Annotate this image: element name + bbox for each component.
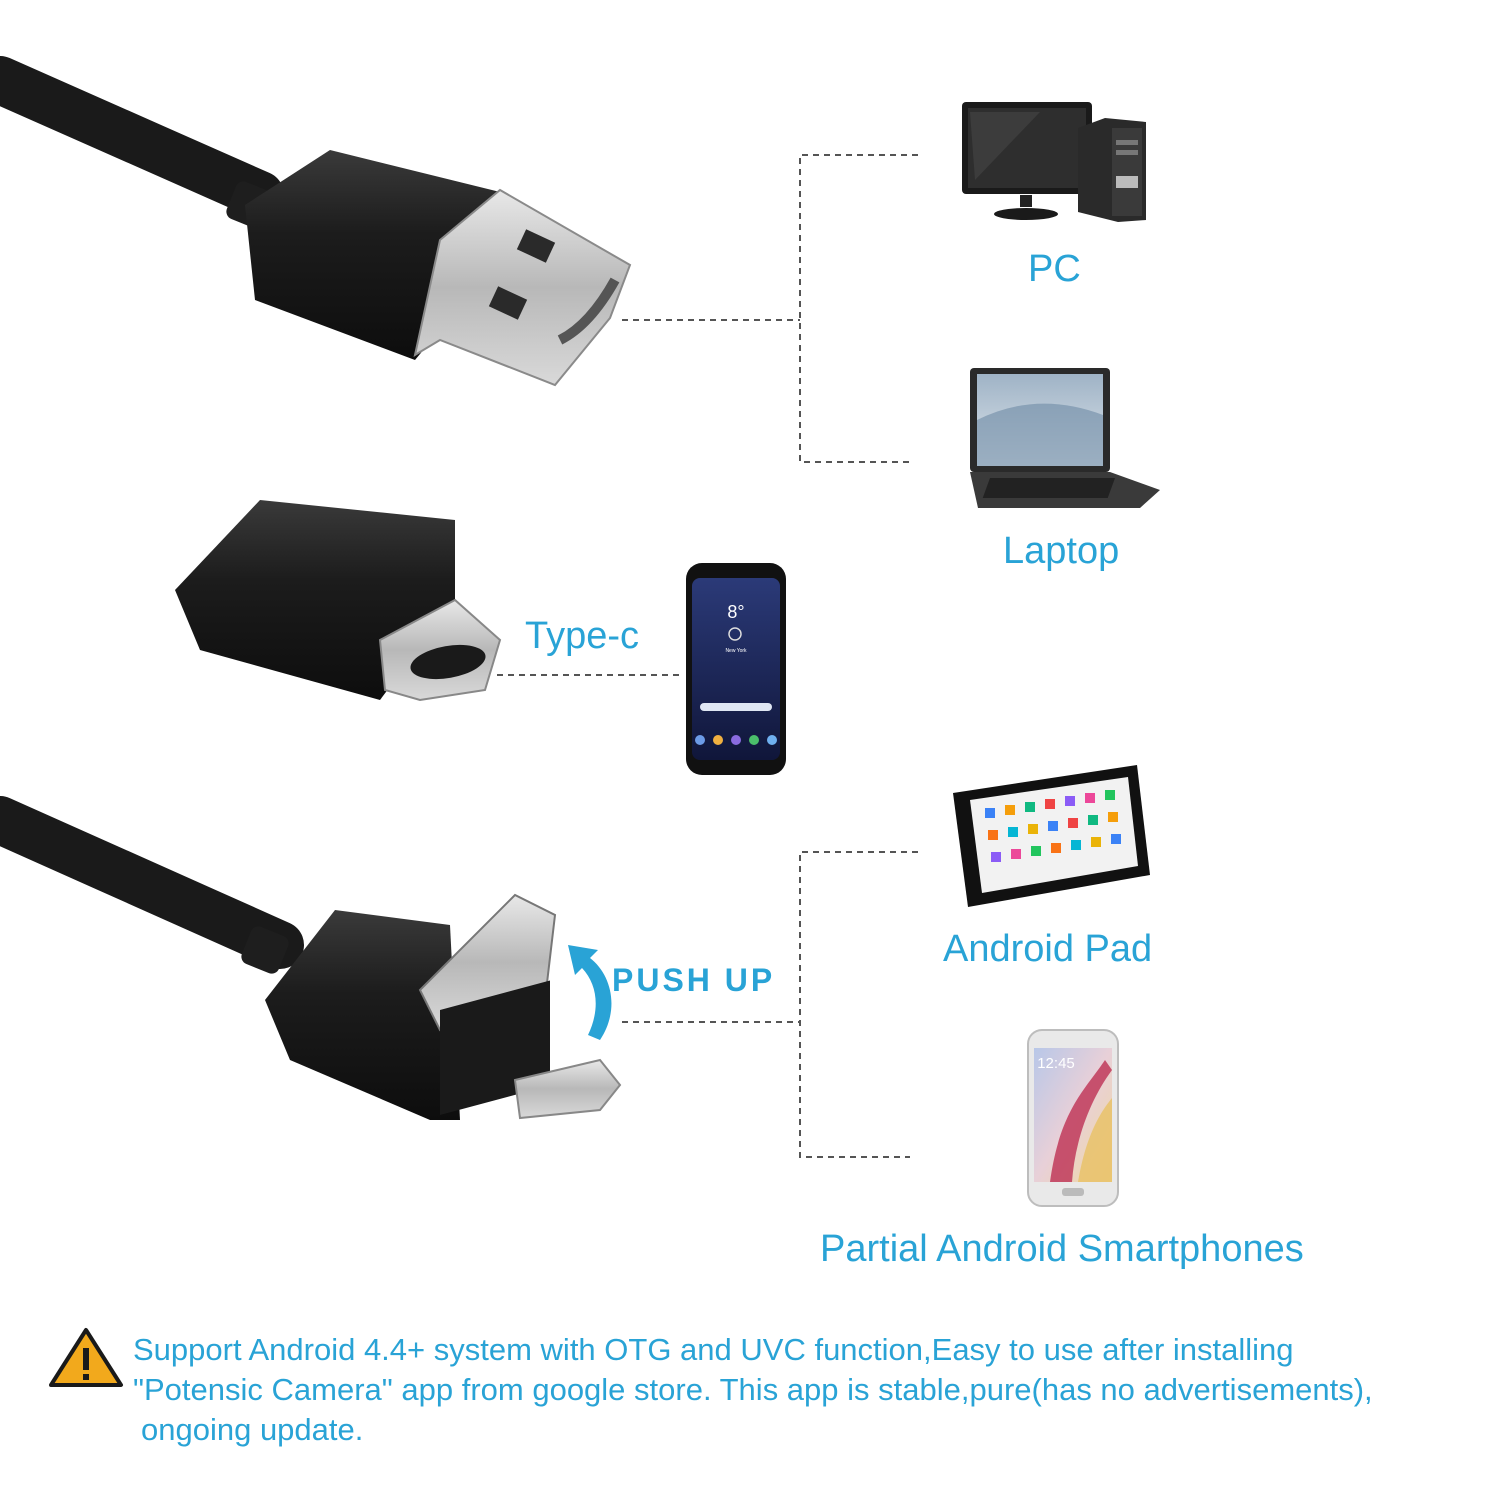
usb-a-connector [0,56,632,387]
notice-line-3: ongoing update. [141,1412,364,1447]
micro-usb-connector [0,796,622,1120]
android-pad-label: Android Pad [943,928,1153,970]
notice-line-1: Support Android 4.4+ system with OTG and… [133,1332,1294,1367]
type-c-label: Type-c [525,615,640,657]
push-up-label: PUSH UP [612,962,776,998]
phone-city-text: New York [725,648,747,654]
type-c-adapter [175,500,502,702]
smartphone-icon [1027,1029,1119,1207]
notice-line-2: "Potensic Camera" app from google store.… [133,1372,1373,1407]
pc-label: PC [1028,248,1081,290]
android-tablet-icon [953,765,1150,907]
warning-icon [49,1328,123,1387]
galaxy-phone-icon [686,563,786,775]
push-up-arrow-icon [568,945,612,1040]
phone-time-text: 8° [727,602,744,622]
laptop-label: Laptop [1003,530,1120,572]
dashed-connectors [497,154,918,1158]
pc-icon [962,102,1146,222]
laptop-icon [970,368,1160,508]
support-notice: Support Android 4.4+ system with OTG and… [133,1330,1463,1450]
smartphone-clock-text: 12:45 [1037,1055,1075,1072]
partial-android-label: Partial Android Smartphones [820,1228,1304,1270]
